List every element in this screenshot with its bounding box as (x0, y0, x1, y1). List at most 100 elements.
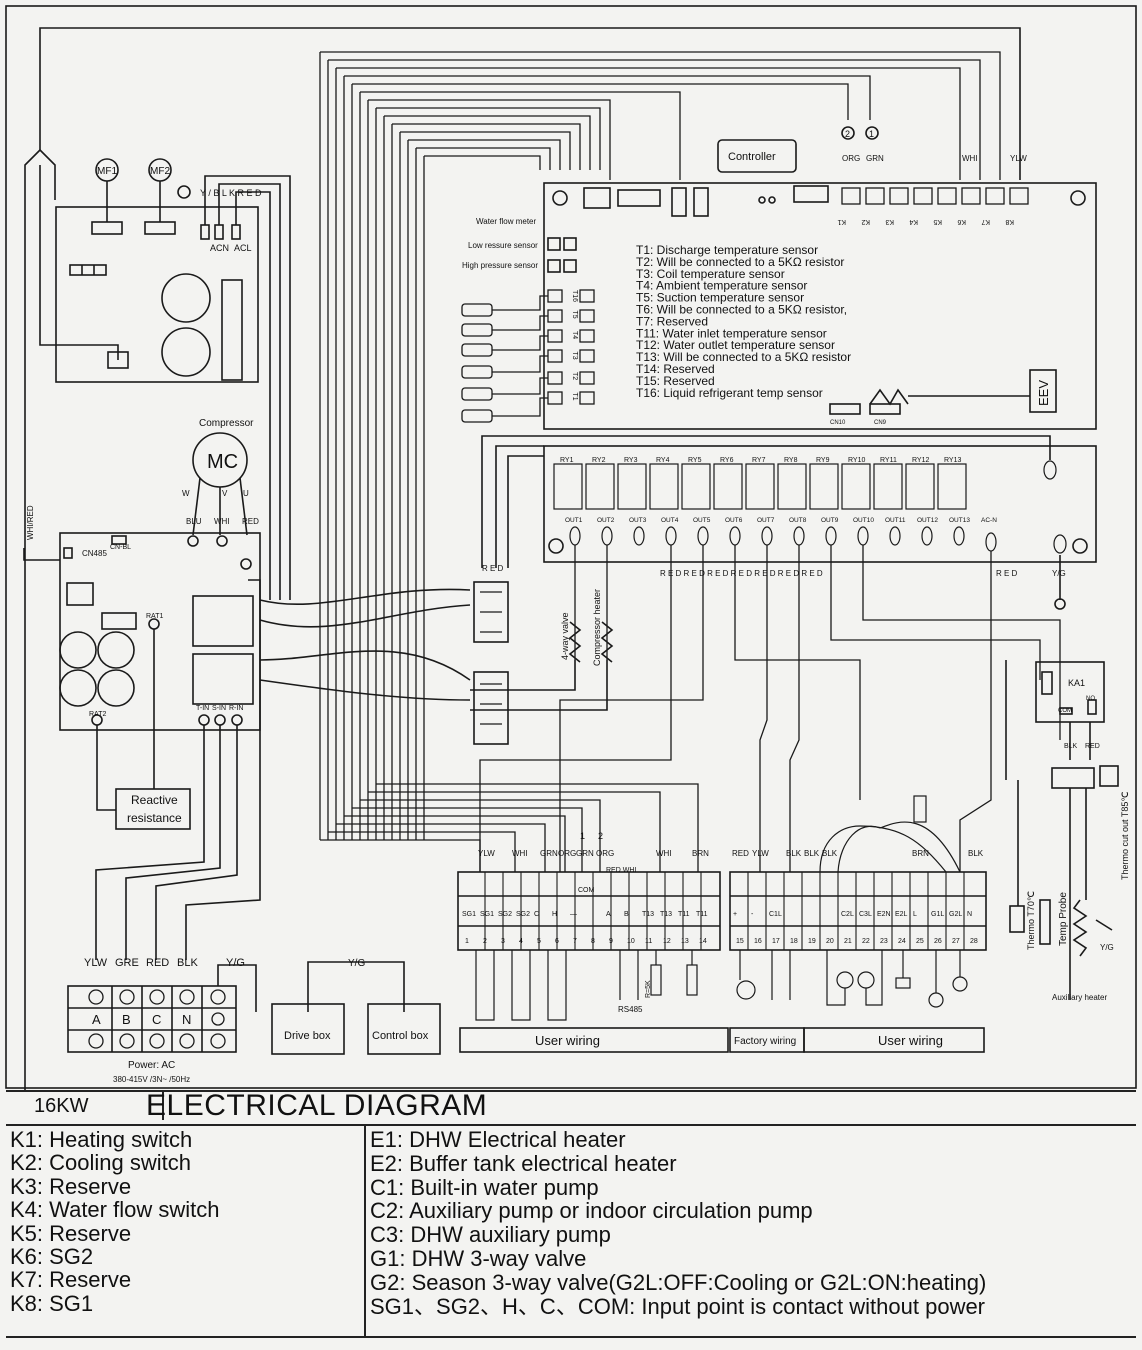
legend-component-item: C1: Built-in water pump (370, 1174, 599, 1200)
terminal-number-label: 5 (537, 938, 541, 945)
wire-w-label: W (182, 489, 190, 498)
output-label: OUT4 (661, 517, 679, 524)
aux-heater-label: Auxiliary heater (1052, 993, 1107, 1002)
k-terminal-label: K5 (933, 218, 942, 225)
rs485-label: RS485 (618, 1005, 643, 1014)
sensor-list-item: T13: Will be connected to a 5KΩ resistor (636, 350, 851, 364)
wire-org-top: ORG (842, 154, 860, 163)
output-label: OUT12 (917, 517, 938, 524)
sensor-list-item: T4: Ambient temperature sensor (636, 279, 807, 293)
terminal-number-label: 4 (519, 938, 523, 945)
terminal-number-label: 13 (681, 938, 689, 945)
cn485-label: CN485 (82, 549, 107, 558)
control-box-label: Control box (372, 1030, 429, 1042)
terminal-number-label: 11 (645, 938, 652, 945)
wire-u-label: U (243, 489, 249, 498)
legend-k-item: K7: Reserve (10, 1267, 132, 1293)
terminal-number-label: 8 (591, 938, 595, 945)
wire-blu-label: BLU (186, 517, 202, 526)
terminal-top-label: L (913, 911, 917, 918)
terminal-number-label: 7 (573, 938, 577, 945)
drive-box-label: Drive box (284, 1030, 331, 1042)
wire-blk-bottom-3: BLK (822, 849, 838, 858)
comp-heater-label: Compressor heater (592, 589, 602, 666)
terminal-number-label: 21 (844, 938, 852, 945)
output-label: OUT3 (629, 517, 647, 524)
fan1-label: MF1 (97, 166, 117, 177)
terminal-number-label: 25 (916, 938, 924, 945)
terminal-number-label: 16 (754, 938, 762, 945)
wire-whi-bottom: WHI (512, 849, 528, 858)
sensor-list-item: T15: Reserved (636, 374, 715, 388)
k-terminal-label: K3 (885, 218, 894, 225)
relay-label: RY8 (784, 457, 798, 464)
terminal-number-label: 15 (736, 938, 744, 945)
power-letter-label: A (92, 1012, 101, 1027)
wire-grn-bottom-2: GRN (576, 849, 594, 858)
terminal-top-label: T13 (660, 911, 672, 918)
sensor-list-item: T7: Reserved (636, 314, 708, 328)
terminal-top-label: - (751, 911, 754, 918)
wire-whi-label: WHI (214, 517, 230, 526)
terminal-number-label: 20 (826, 938, 834, 945)
output-label: OUT1 (565, 517, 583, 524)
terminal-number-label: 6 (555, 938, 559, 945)
relay-label: RY6 (720, 457, 734, 464)
sensor-list-item: T16: Liquid refrigerant temp sensor (636, 386, 823, 400)
r5k-label: R=5K (645, 980, 652, 998)
output-label: OUT9 (821, 517, 839, 524)
user-wiring-left: User wiring (535, 1033, 600, 1048)
controller-label: Controller (728, 151, 776, 163)
user-wiring-right: User wiring (878, 1033, 943, 1048)
reactive-line2: resistance (127, 811, 182, 825)
sensor-list-item: T5: Suction temperature sensor (636, 291, 804, 305)
output-label: OUT10 (853, 517, 874, 524)
power-top-label: BLK (177, 957, 198, 969)
relay-red-run: R E D R E D R E D R E D R E D R E D R E … (660, 569, 823, 578)
terminal-number-label: 19 (808, 938, 816, 945)
sensor-list-item: T14: Reserved (636, 362, 715, 376)
relay-label: RY2 (592, 457, 606, 464)
power-top-label: GRE (115, 957, 139, 969)
k-terminal-label: K6 (957, 218, 966, 225)
rat1-label: RAT1 (146, 613, 163, 620)
t-sensor-label: T1 (571, 393, 578, 401)
terminal-number-label: 1 (465, 938, 469, 945)
wire-v-label: V (222, 489, 228, 498)
wiring-diagram: MF1 MF2 Y / B L K R E D ACN ACL WHI/RED … (5, 5, 1137, 1090)
terminal-top-label: C2L (841, 911, 854, 918)
wire-ylw-top: YLW (1010, 154, 1027, 163)
legend-component-item: E1: DHW Electrical heater (370, 1127, 626, 1152)
sensor-list-item: T1: Discharge temperature sensor (636, 243, 818, 257)
terminal-number-label: 23 (880, 938, 888, 945)
legend-component-item: C3: DHW auxiliary pump (370, 1222, 611, 1248)
output-label: OUT8 (789, 517, 807, 524)
blk-ka-label: BLK (1064, 743, 1078, 750)
cn10-label: CN10 (830, 420, 846, 426)
terminal-number-label: 14 (699, 938, 707, 945)
terminal-top-label: + (733, 911, 737, 918)
terminal-top-label: SG1 (462, 911, 476, 918)
com-label: COM (1058, 708, 1072, 714)
relay-label: RY1 (560, 457, 574, 464)
relay-label: RY12 (912, 457, 929, 464)
sensor-list-item: T6: Will be connected to a 5KΩ resistor, (636, 303, 847, 317)
circle-1-bottom: 1 (580, 831, 585, 841)
circle-2-label: 2 (845, 129, 850, 139)
terminal-top-label: C1L (769, 911, 782, 918)
wire-ylw-bottom: YLW (478, 849, 495, 858)
cnbl-label: CN-BL (110, 544, 131, 551)
eev-label: EEV (1036, 380, 1051, 406)
reactive-line1: Reactive (131, 793, 178, 807)
terminal-number-label: 26 (934, 938, 942, 945)
sensor-list-item: T2: Will be connected to a 5KΩ resistor (636, 255, 844, 269)
legend-k-item: K5: Reserve (10, 1220, 132, 1246)
cn9-label: CN9 (874, 420, 887, 426)
